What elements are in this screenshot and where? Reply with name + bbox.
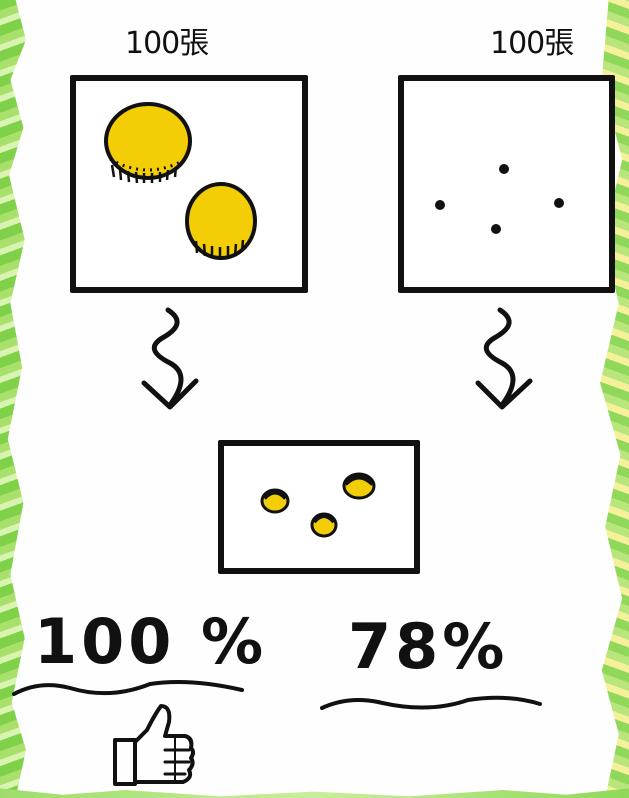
dot-marker xyxy=(435,200,445,210)
left-count-label: 100張 xyxy=(125,18,208,62)
result-image-panel xyxy=(218,440,420,574)
left-percent-result: 100 % xyxy=(34,605,267,678)
dot-marker xyxy=(499,164,509,174)
large-yellow-circle xyxy=(106,104,190,183)
left-image-panel xyxy=(70,75,308,293)
spot-right xyxy=(344,474,374,498)
left-down-arrow xyxy=(130,305,210,415)
detected-spots xyxy=(224,446,414,568)
green-paper-edge-bottom xyxy=(0,782,629,798)
dot-markers xyxy=(404,81,609,287)
right-underline xyxy=(318,690,548,720)
right-count-label: 100張 xyxy=(490,18,573,62)
spot-center xyxy=(312,514,336,536)
dot-marker xyxy=(554,198,564,208)
dot-marker xyxy=(491,224,501,234)
right-percent-result: 78% xyxy=(348,610,508,683)
yellow-circles xyxy=(76,81,302,287)
right-image-panel xyxy=(398,75,615,293)
right-down-arrow xyxy=(470,305,550,415)
thumbs-up-icon xyxy=(105,700,195,790)
small-yellow-circle xyxy=(187,184,255,259)
spot-left xyxy=(262,490,288,512)
